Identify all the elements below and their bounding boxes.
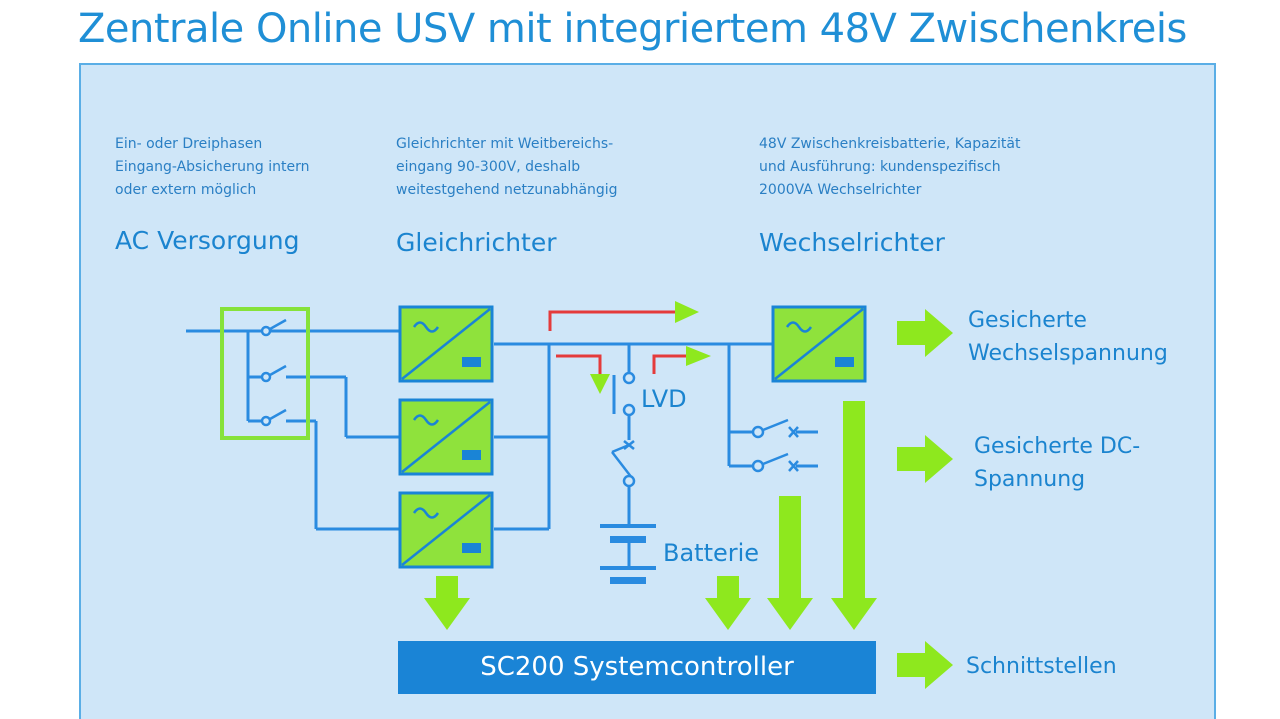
ac-output-label: Gesicherte Wechselspannung xyxy=(968,304,1168,370)
dc-output-label-line: Spannung xyxy=(974,467,1086,492)
rectifier-module xyxy=(398,491,494,569)
rectifier-description-line: eingang 90-300V, deshalb xyxy=(396,159,581,175)
input-protection-box xyxy=(220,307,310,440)
rectifier-module xyxy=(398,305,494,383)
output-arrows xyxy=(424,309,953,689)
inverter-description-line: 48V Zwischenkreisbatterie, Kapazität xyxy=(759,136,1021,152)
rectifier-description: Gleichrichter mit Weitbereichs- eingang … xyxy=(396,133,618,202)
ac-description: Ein- oder Dreiphasen Eingang-Absicherung… xyxy=(115,133,310,202)
ac-description-line: oder extern möglich xyxy=(115,182,257,198)
ac-output-label-line: Gesicherte xyxy=(968,308,1087,333)
battery-icon xyxy=(600,524,656,584)
rectifier-description-line: Gleichrichter mit Weitbereichs- xyxy=(396,136,614,152)
diagram-panel xyxy=(79,63,1216,719)
ac-description-line: Eingang-Absicherung intern xyxy=(115,159,310,175)
ac-description-line: Ein- oder Dreiphasen xyxy=(115,136,263,152)
interfaces-label-line: Schnittstellen xyxy=(966,654,1117,679)
rectifier-module xyxy=(398,398,494,476)
inverter-heading: Wechselrichter xyxy=(759,228,945,257)
dc-output-label-line: Gesicherte DC- xyxy=(974,434,1141,459)
inverter-description-line: und Ausführung: kundenspezifisch xyxy=(759,159,1001,175)
battery-label: Batterie xyxy=(663,539,760,567)
switches xyxy=(260,318,799,488)
ac-output-label-line: Wechselspannung xyxy=(968,341,1168,366)
flow-arrowheads xyxy=(590,301,711,394)
energy-flow-arrows xyxy=(548,310,688,376)
wiring xyxy=(186,329,818,568)
dc-output-label: Gesicherte DC- Spannung xyxy=(974,430,1140,496)
inverter-description: 48V Zwischenkreisbatterie, Kapazität und… xyxy=(759,133,1020,202)
ac-heading: AC Versorgung xyxy=(115,226,300,255)
page-title: Zentrale Online USV mit integriertem 48V… xyxy=(78,6,1187,52)
inverter-description-line: 2000VA Wechselrichter xyxy=(759,182,922,198)
rectifier-heading: Gleichrichter xyxy=(396,228,557,257)
interfaces-label: Schnittstellen xyxy=(966,650,1117,683)
lvd-label: LVD xyxy=(641,385,687,413)
rectifier-description-line: weitestgehend netzunabhängig xyxy=(396,182,618,198)
systemcontroller-block: SC200 Systemcontroller xyxy=(398,641,876,694)
inverter-module xyxy=(771,305,867,383)
